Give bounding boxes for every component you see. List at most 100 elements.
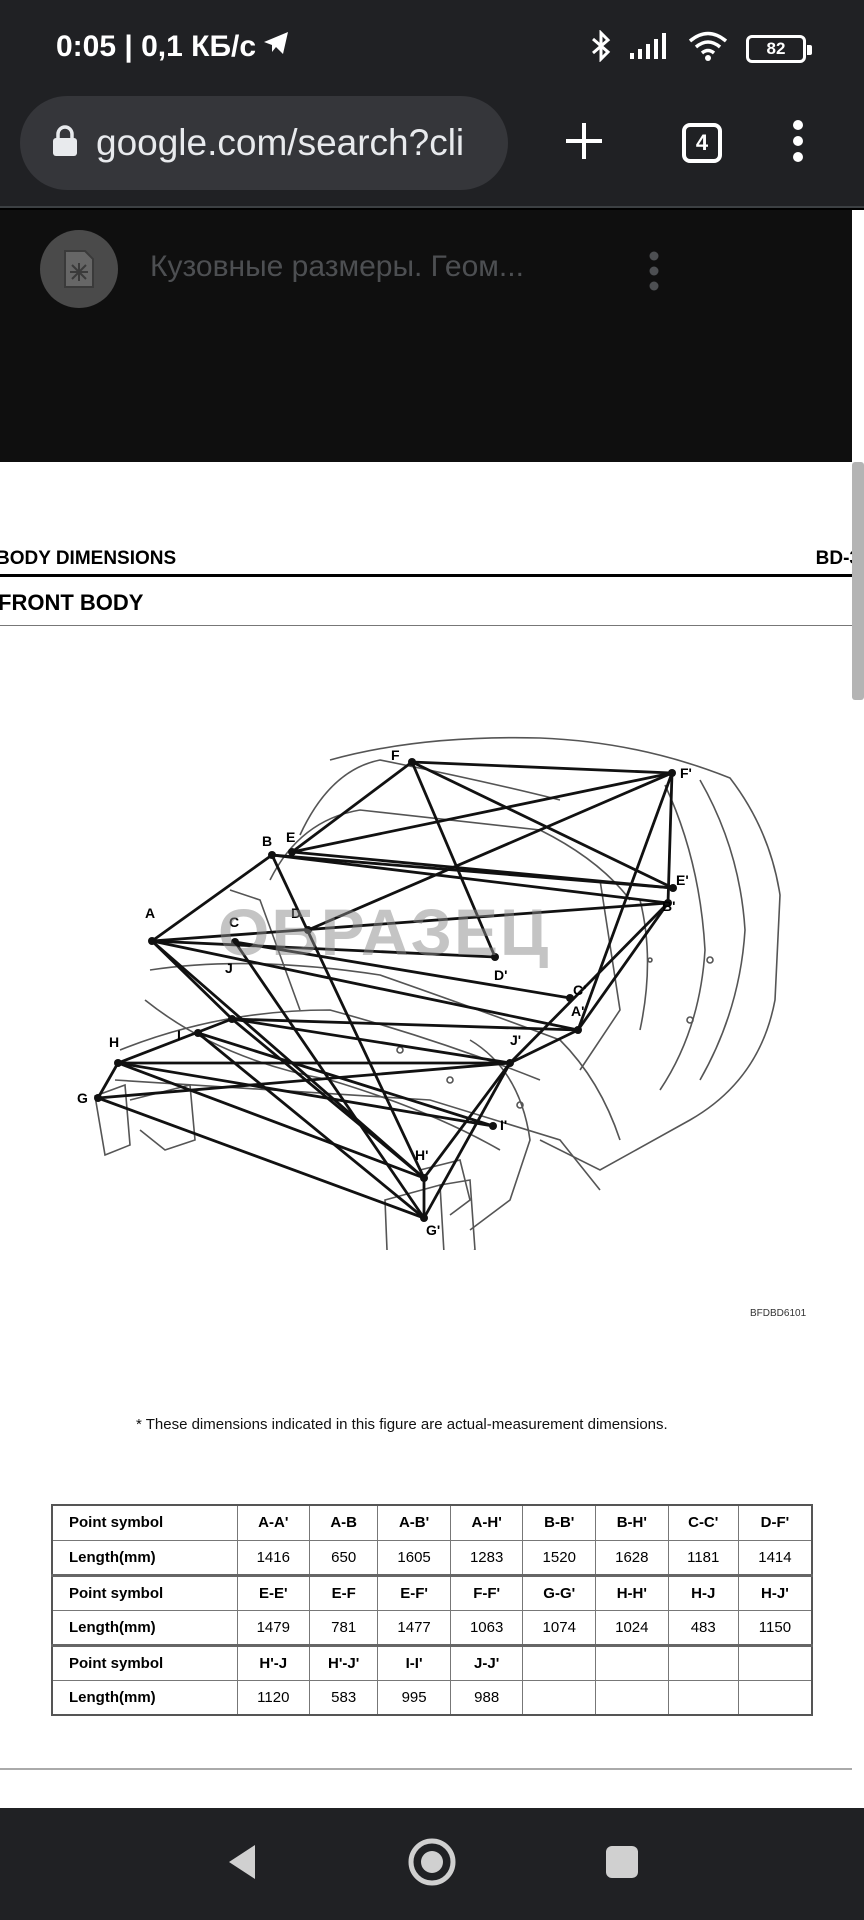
dimension-line [117, 1017, 233, 1065]
length-cell: 650 [309, 1539, 379, 1576]
point-label: E [286, 829, 295, 845]
doc-header-title: BODY DIMENSIONS [0, 548, 177, 569]
point-label: D' [494, 967, 507, 983]
url-text: google.com/search?cli [96, 122, 465, 163]
measurement-point [420, 1174, 428, 1182]
point-symbol-cell: F-F' [449, 1573, 524, 1611]
measurement-point [491, 953, 499, 961]
point-symbol-cell [522, 1643, 597, 1681]
home-circle-icon [407, 1837, 457, 1892]
dimension-line [197, 1031, 494, 1128]
tab-count: 4 [682, 123, 722, 163]
length-cell: 1414 [737, 1539, 813, 1576]
measurement-point [231, 938, 239, 946]
recents-button[interactable] [594, 1836, 650, 1892]
result-title[interactable]: Кузовные размеры. Геом... [150, 250, 524, 283]
point-symbol-cell [595, 1643, 669, 1681]
point-symbol-cell: J-J' [449, 1643, 524, 1681]
row-label-point-symbol: Point symbol [51, 1504, 238, 1541]
status-left: 0:05 | 0,1 КБ/с [56, 30, 290, 64]
measurement-point [268, 851, 276, 859]
dimension-line [96, 1062, 120, 1099]
result-more-button[interactable] [648, 250, 660, 297]
measurement-point [94, 1094, 102, 1102]
measurement-point [228, 1015, 236, 1023]
point-label: I' [500, 1117, 507, 1133]
dimension-line [307, 771, 673, 932]
header-rule [0, 574, 852, 577]
measurement-point [566, 994, 574, 1002]
point-label: J' [510, 1032, 521, 1048]
point-symbol-cell: I-I' [377, 1643, 451, 1681]
back-button[interactable] [214, 1836, 270, 1892]
point-label: E' [676, 872, 689, 888]
dimension-line [117, 1061, 425, 1180]
point-label: C [229, 914, 239, 930]
recents-square-icon [603, 1843, 641, 1886]
scrollbar-thumb[interactable] [852, 462, 864, 700]
measurement-point [114, 1059, 122, 1067]
status-time-speed: 0:05 | 0,1 КБ/с [56, 30, 257, 63]
more-vertical-icon [648, 251, 660, 296]
point-symbol-cell: A-A' [236, 1504, 311, 1541]
lock-icon [52, 124, 78, 162]
dimension-line [231, 1017, 511, 1065]
length-cell: 1479 [236, 1609, 311, 1646]
menu-button[interactable] [774, 110, 822, 176]
dimension-line [291, 771, 673, 854]
point-label: F [391, 747, 400, 763]
point-symbol-cell: H-J' [737, 1573, 813, 1611]
point-symbol-cell: H-H' [595, 1573, 669, 1611]
tab-switcher-button[interactable]: 4 [674, 110, 730, 176]
watermark-text: ОБРАЗЕЦ [218, 895, 550, 969]
dimension-line [422, 1062, 512, 1219]
point-symbol-cell: A-B' [377, 1504, 451, 1541]
footnote: * These dimensions indicated in this fig… [136, 1416, 668, 1433]
length-cell: 1283 [449, 1539, 524, 1576]
system-navigation-bar [0, 1808, 864, 1920]
dimension-line [666, 772, 674, 904]
dimension-line [97, 1061, 511, 1100]
dimension-line [234, 940, 571, 1000]
dimension-line [151, 853, 273, 943]
dimension-line [270, 854, 426, 1179]
status-bar: 0:05 | 0,1 КБ/с 82 [0, 0, 864, 96]
row-label-length: Length(mm) [51, 1679, 238, 1716]
dimension-line [117, 1061, 494, 1128]
length-cell: 1120 [236, 1679, 311, 1716]
new-tab-button[interactable] [556, 110, 612, 176]
point-symbol-cell: E-F [309, 1573, 379, 1611]
scrollbar-track[interactable] [852, 210, 864, 1808]
measurement-point [574, 1026, 582, 1034]
figure-code: BFDBD6101 [750, 1308, 807, 1319]
point-label: F' [680, 765, 692, 781]
address-bar[interactable]: google.com/search?cli [20, 96, 508, 190]
length-cell [595, 1679, 669, 1716]
section-rule [0, 625, 852, 626]
point-label: H [109, 1034, 119, 1050]
home-button[interactable] [404, 1836, 460, 1892]
measurement-point [668, 769, 676, 777]
dimension-line [197, 1031, 425, 1220]
length-cell: 1477 [377, 1609, 451, 1646]
point-label: I [177, 1027, 181, 1043]
point-symbol-cell: E-E' [236, 1573, 311, 1611]
dimension-line [411, 760, 673, 775]
point-symbol-cell: H'-J [236, 1643, 311, 1681]
site-favicon-icon [40, 230, 118, 308]
row-label-point-symbol: Point symbol [51, 1573, 238, 1611]
dimension-line [151, 939, 496, 959]
signal-icon [630, 33, 670, 64]
measurement-point [408, 758, 416, 766]
row-label-point-symbol: Point symbol [51, 1643, 238, 1681]
length-cell: 995 [377, 1679, 451, 1716]
length-cell [522, 1679, 597, 1716]
bluetooth-icon [590, 29, 612, 67]
measurement-point [194, 1029, 202, 1037]
point-symbol-cell: D-F' [737, 1504, 813, 1541]
